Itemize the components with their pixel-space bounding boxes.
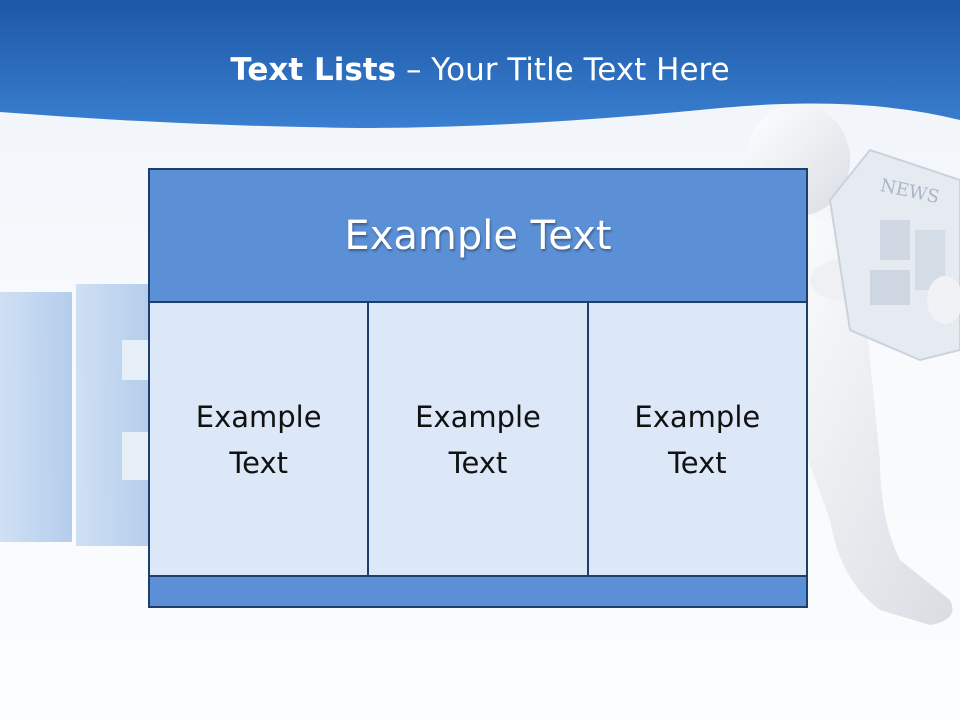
- table-cell: Example Text: [150, 303, 370, 577]
- table-cells-row: Example Text Example Text Example Text: [150, 303, 806, 577]
- table-header-text: Example Text: [344, 212, 612, 259]
- block-letters-decoration: [0, 284, 150, 546]
- text-list-table: Example Text Example Text Example Text E…: [148, 168, 808, 608]
- cell-line: Text: [448, 446, 508, 480]
- table-footer-bar: [150, 575, 806, 606]
- cell-line: Example: [415, 400, 541, 434]
- cell-line: Text: [229, 446, 288, 480]
- cell-line: Example: [634, 400, 761, 434]
- table-cell: Example Text: [369, 303, 589, 577]
- title-bold-text: Text Lists: [230, 52, 397, 88]
- table-header: Example Text: [150, 170, 806, 303]
- cell-line: Text: [667, 446, 727, 480]
- slide-title: Text Lists – Your Title Text Here: [0, 52, 960, 88]
- newspaper-decoration: NEWS: [828, 148, 960, 362]
- table-cell: Example Text: [588, 303, 806, 577]
- header-banner: [0, 0, 960, 128]
- figure-decoration: NEWS: [746, 104, 960, 626]
- title-rest-text: – Your Title Text Here: [405, 52, 730, 88]
- cell-line: Example: [195, 400, 322, 434]
